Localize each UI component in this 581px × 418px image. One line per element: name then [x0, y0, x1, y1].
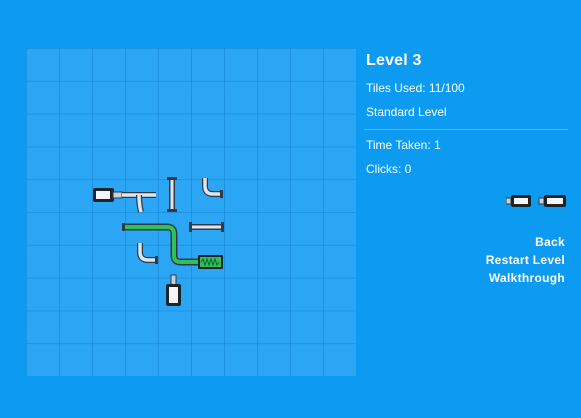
end-cap-icon [506, 195, 531, 207]
back-link[interactable]: Back [535, 235, 565, 249]
panel-divider [364, 129, 568, 130]
game-board[interactable] [26, 48, 356, 376]
clicks-text: Clicks: 0 [366, 162, 412, 176]
walkthrough-link[interactable]: Walkthrough [488, 271, 565, 285]
info-panel: Level 3 Tiles Used: 11/100 Standard Leve… [364, 52, 568, 186]
next-piece-preview [506, 195, 566, 207]
time-taken-text: Time Taken: 1 [366, 138, 441, 152]
level-title: Level 3 [366, 52, 422, 69]
tiles-used-text: Tiles Used: 11/100 [366, 81, 465, 95]
restart-level-link[interactable]: Restart Level [485, 253, 565, 267]
level-type-text: Standard Level [366, 105, 447, 119]
game-menu: Back Restart Level Walkthrough [486, 235, 565, 289]
end-cap-icon [538, 195, 566, 207]
